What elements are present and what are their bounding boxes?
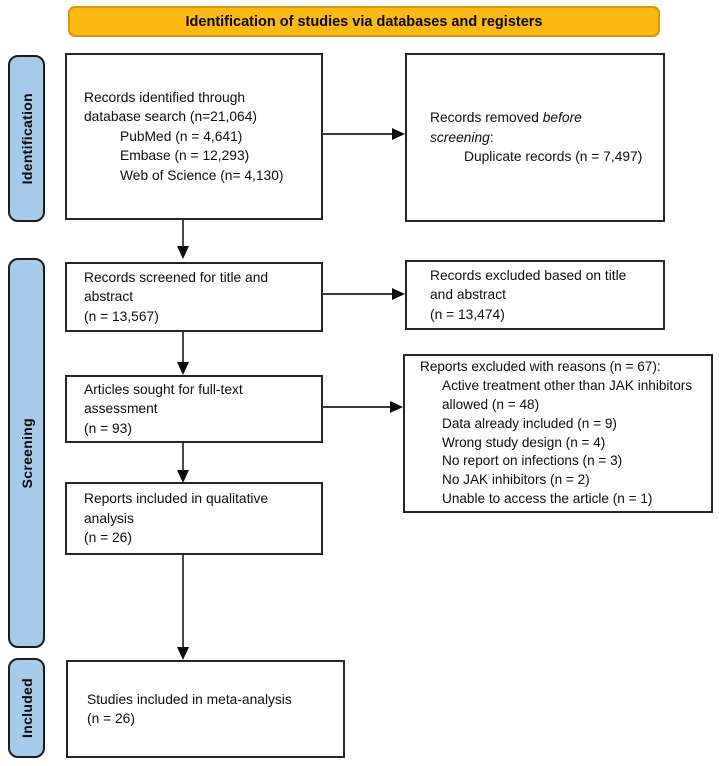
stage-bar-included: Included [8, 658, 45, 758]
box-text-line: Reports included in qualitative [84, 491, 269, 507]
box-text-line: Records identified through [84, 89, 246, 105]
box-text-line: (n = 26) [87, 711, 135, 726]
banner-title: Identification of studies via databases … [185, 13, 543, 30]
stage-label-screening: Screening [18, 417, 35, 489]
arrowhead-right-icon [390, 401, 403, 413]
box-text-line: Embase (n = 12,293) [120, 148, 250, 164]
box-text-line: assessment [84, 401, 158, 417]
arrowhead-down-icon [177, 246, 189, 259]
arrowhead-right-icon [392, 128, 405, 140]
box-text-line: (n = 93) [84, 420, 132, 436]
box-text-line: (n = 26) [84, 530, 132, 546]
stage-label-included: Included [18, 678, 35, 738]
stage-label-identification: Identification [18, 92, 35, 185]
box-text-line: abstract [84, 289, 134, 305]
box-text-line: PubMed (n = 4,641) [120, 128, 243, 144]
arrow-screened-to-sought [182, 332, 184, 365]
box-records-excluded: Records excluded based on title and abst… [405, 260, 665, 330]
arrow-identified-to-screened [182, 220, 184, 248]
arrowhead-right-icon [392, 288, 405, 300]
box-text-line: Articles sought for full-text [84, 381, 243, 397]
box-text-line: Records removed before [430, 110, 582, 126]
box-studies-included-meta: Studies included in meta-analysis (n = 2… [66, 660, 345, 758]
box-text-line: (n = 13,567) [84, 308, 159, 324]
box-text-line: Active treatment other than JAK inhibito… [442, 378, 693, 412]
box-text-line: screening: [430, 129, 494, 145]
box-text-line: Records excluded based on title [430, 267, 627, 283]
box-records-removed: Records removed before screening: Duplic… [405, 53, 665, 222]
box-reports-excluded-reasons: Reports excluded with reasons (n = 67): … [403, 354, 713, 513]
box-text-line: Data already included (n = 9) [442, 415, 617, 431]
arrow-identified-to-removed [323, 133, 393, 135]
arrowhead-down-icon [177, 362, 189, 375]
box-text-line: No JAK inhibitors (n = 2) [442, 472, 590, 488]
box-text-line: Unable to access the article (n = 1) [442, 490, 653, 506]
arrow-sought-to-reasons [323, 406, 391, 408]
box-text-line: No report on infections (n = 3) [442, 453, 623, 469]
box-records-identified: Records identified through database sear… [65, 53, 323, 220]
arrow-screened-to-excluded [323, 293, 393, 295]
box-articles-sought: Articles sought for full-text assessment… [65, 375, 323, 443]
box-text-line: Studies included in meta-analysis [87, 691, 292, 707]
box-reports-included-qualitative: Reports included in qualitative analysis… [65, 482, 323, 555]
banner-identification-via-databases: Identification of studies via databases … [68, 6, 660, 37]
box-text-line: database search (n=21,064) [84, 109, 257, 125]
box-text-line: analysis [84, 510, 134, 526]
arrowhead-down-icon [177, 647, 189, 660]
arrow-sought-to-qualitative [182, 443, 184, 472]
box-text-line: Reports excluded with reasons (n = 67): [420, 359, 661, 375]
arrow-qualitative-to-meta [182, 555, 184, 649]
box-text-line: (n = 13,474) [430, 306, 505, 322]
box-text-line: Wrong study design (n = 4) [442, 434, 606, 450]
stage-bar-identification: Identification [8, 55, 45, 222]
arrowhead-down-icon [177, 470, 189, 483]
box-text-line: and abstract [430, 287, 506, 303]
box-text-line: Web of Science (n= 4,130) [120, 167, 284, 183]
box-records-screened: Records screened for title and abstract … [65, 262, 323, 332]
box-text-line: Records screened for title and [84, 269, 269, 285]
stage-bar-screening: Screening [8, 258, 45, 648]
box-text-line: Duplicate records (n = 7,497) [464, 149, 643, 165]
